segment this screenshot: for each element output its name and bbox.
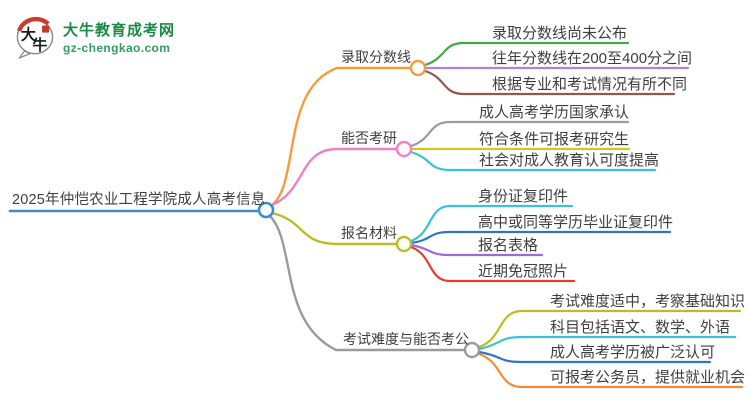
branch-3-leaf-1-line (409, 204, 574, 243)
branch-4-node-handle[interactable] (463, 341, 481, 359)
branch-3-leaf-2-label[interactable]: 高中或同等学历毕业证复印件 (478, 214, 674, 231)
branch-4-leaf-3-line (477, 350, 712, 364)
branch-4-leaf-4-line (477, 352, 744, 389)
branch-4-line (268, 214, 467, 352)
branch-2-leaf-1-label[interactable]: 成人高考学历国家承认 (479, 104, 630, 121)
branch-2-leaf-2-label[interactable]: 符合条件可报考研究生 (479, 131, 630, 148)
branch-4-leaf-3-label[interactable]: 成人高考学历被广泛认可 (550, 344, 716, 361)
logo-domain: gz-chengkao.com (63, 41, 171, 55)
logo-seal (42, 25, 50, 33)
branch-2-leaf-3-label[interactable]: 社会对成人教育认可度提高 (479, 152, 660, 169)
logo-title: 大牛教育成考网 (63, 22, 176, 39)
branch-2-label[interactable]: 能否考研 (341, 130, 397, 146)
branch-1-leaf-1-line (423, 41, 630, 67)
branch-3-leaf-3-line (409, 243, 544, 257)
branch-4-leaf-2-label[interactable]: 科目包括语文、数学、外语 (550, 319, 731, 336)
branch-1-label[interactable]: 录取分数线 (341, 49, 411, 65)
root-topic-label[interactable]: 2025年仲恺农业工程学院成人高考信息 (12, 192, 266, 208)
branch-1-line (270, 66, 413, 207)
root-node-handle[interactable] (257, 201, 275, 219)
logo-char-niu: 牛 (32, 36, 47, 54)
dani-ox-speech-bubble-icon: 大 牛 (16, 16, 54, 59)
branch-4-leaf-2-line (477, 335, 737, 351)
branch-4-leaf-1-line (477, 309, 742, 349)
branch-1-leaf-1-label[interactable]: 录取分数线尚未公布 (492, 25, 628, 42)
branch-3-leaf-4-line (409, 245, 576, 283)
branch-3-leaf-2-line (409, 230, 672, 245)
branch-4-leaf-4-label[interactable]: 可报考公务员，提供就业机会 (550, 369, 746, 386)
branch-3-leaf-1-label[interactable]: 身份证复印件 (478, 188, 569, 205)
branch-4-label[interactable]: 考试难度与能否考公 (343, 331, 469, 347)
branch-3-leaf-3-label[interactable]: 报名表格 (478, 237, 539, 254)
branch-2-leaf-3-line (409, 150, 657, 172)
logo-char-da: 大 (21, 26, 36, 44)
branch-2-line (270, 147, 399, 207)
branch-1-leaf-3-line (423, 69, 676, 96)
branch-3-line (270, 211, 399, 246)
branch-1-node-handle[interactable] (409, 59, 427, 77)
branch-3-leaf-4-label[interactable]: 近期免冠照片 (478, 263, 569, 280)
branch-3-label[interactable]: 报名材料 (341, 225, 397, 241)
site-logo[interactable]: 大 牛 大牛教育成考网 gz-chengkao.com (13, 15, 175, 59)
branch-2-leaf-1-line (409, 120, 630, 148)
branch-3-node-handle[interactable] (395, 235, 413, 253)
branch-1-leaf-3-label[interactable]: 根据专业和考试情况有所不同 (492, 76, 688, 93)
branch-2-node-handle[interactable] (395, 140, 413, 158)
branch-1-leaf-2-label[interactable]: 往年分数线在200至400分之间 (492, 50, 693, 67)
branch-4-leaf-1-label[interactable]: 考试难度适中，考察基础知识 (550, 293, 746, 310)
